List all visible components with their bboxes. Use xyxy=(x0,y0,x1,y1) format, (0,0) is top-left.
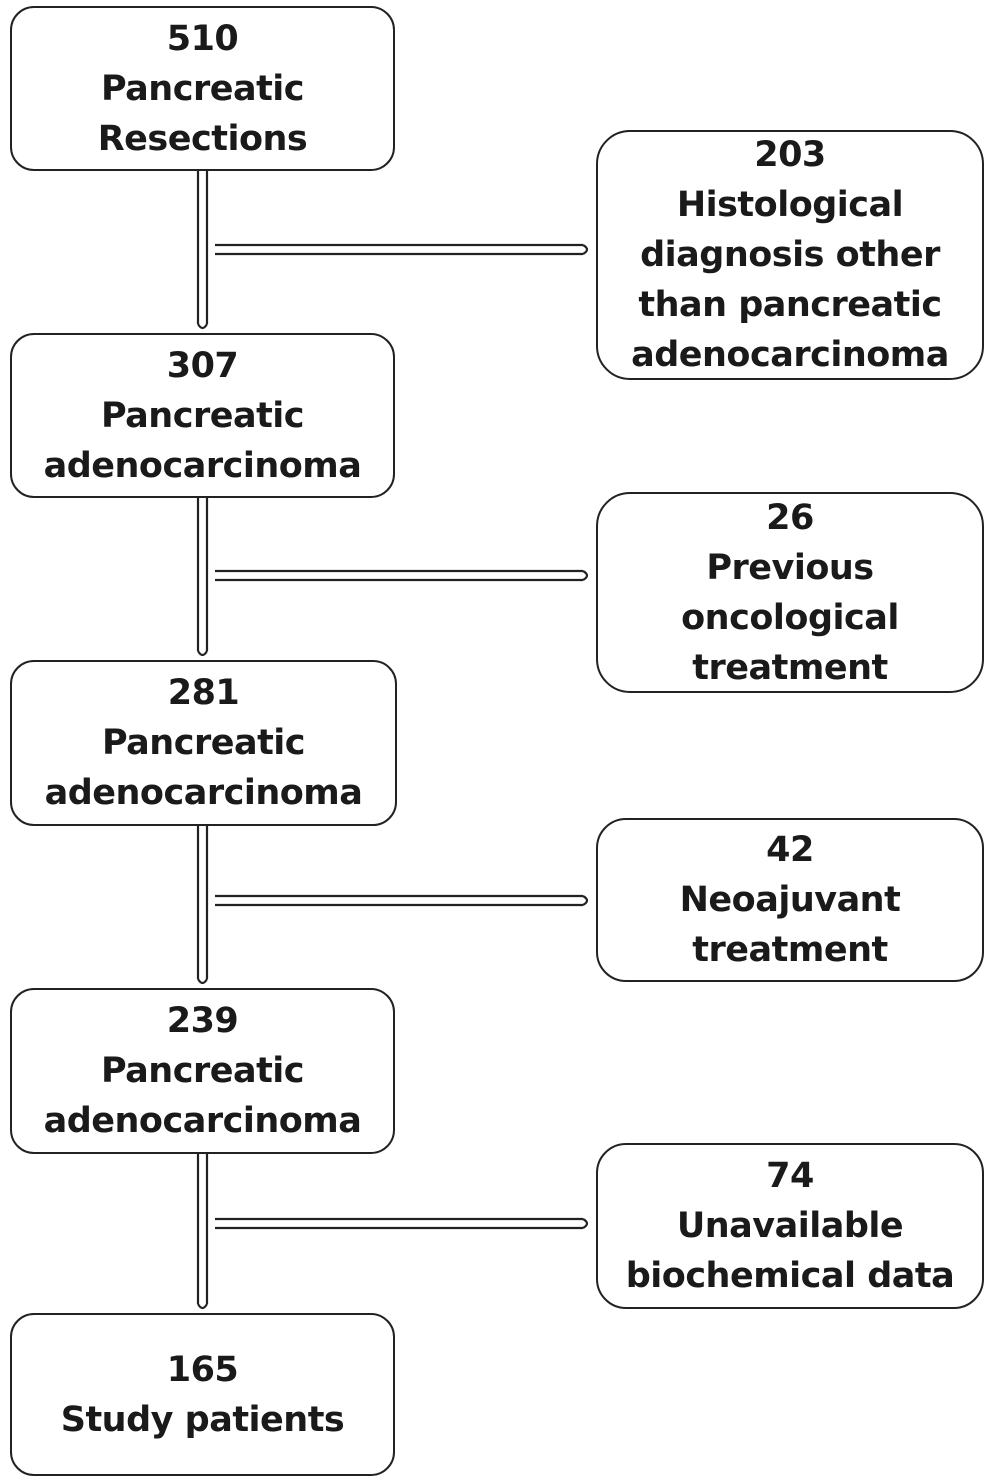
box-count: 165 xyxy=(166,1349,239,1390)
down-arrow-3 xyxy=(196,826,209,985)
exclusion-label-line: than pancreatic xyxy=(638,285,942,325)
exclusion-label-line: treatment xyxy=(692,647,888,688)
side-arrow-2 xyxy=(215,569,589,582)
exclusion-label-line: adenocarcinoma xyxy=(631,335,949,375)
exclusion-box-histological: 203 Histological diagnosis other than pa… xyxy=(596,130,984,380)
box-label-line: Resections xyxy=(97,118,308,159)
box-count: 510 xyxy=(166,18,239,59)
exclusion-label-line: Neoajuvant xyxy=(679,880,901,920)
exclusion-label-line: Histological xyxy=(676,185,904,225)
box-label-line: adenocarcinoma xyxy=(43,445,362,486)
box-label-line: adenocarcinoma xyxy=(44,773,363,813)
box-label-line: Pancreatic xyxy=(100,395,305,436)
box-pancreatic-adenocarcinoma-281: 281 Pancreatic adenocarcinoma xyxy=(10,660,397,826)
box-label-line: Pancreatic xyxy=(100,68,305,109)
box-pancreatic-adenocarcinoma-307: 307 Pancreatic adenocarcinoma xyxy=(10,333,395,498)
exclusion-count: 42 xyxy=(766,830,814,870)
box-pancreatic-resections: 510 Pancreatic Resections xyxy=(10,6,395,171)
side-arrow-3 xyxy=(215,894,589,907)
box-study-patients: 165 Study patients xyxy=(10,1313,395,1476)
exclusion-label-line: oncological xyxy=(681,597,899,638)
exclusion-box-unavailable-data: 74 Unavailable biochemical data xyxy=(596,1143,984,1309)
box-label-line: Pancreatic xyxy=(101,723,306,763)
exclusion-count: 74 xyxy=(766,1156,814,1196)
exclusion-label-line: Unavailable xyxy=(676,1206,904,1246)
side-arrow-4 xyxy=(215,1217,589,1230)
down-arrow-2 xyxy=(196,498,209,657)
box-count: 307 xyxy=(166,345,239,386)
box-count: 239 xyxy=(166,1001,239,1041)
exclusion-count: 26 xyxy=(766,497,814,538)
box-label-line: adenocarcinoma xyxy=(43,1101,362,1141)
exclusion-label-line: treatment xyxy=(692,930,888,970)
exclusion-label-line: Previous xyxy=(706,547,874,588)
exclusion-count: 203 xyxy=(754,135,826,175)
down-arrow-1 xyxy=(196,171,209,330)
box-count: 281 xyxy=(167,673,240,713)
exclusion-label-line: diagnosis other xyxy=(640,235,940,275)
box-label-line: Study patients xyxy=(60,1399,345,1440)
exclusion-label-line: biochemical data xyxy=(625,1256,955,1296)
box-label-line: Pancreatic xyxy=(100,1051,305,1091)
box-pancreatic-adenocarcinoma-239: 239 Pancreatic adenocarcinoma xyxy=(10,988,395,1154)
side-arrow-1 xyxy=(215,243,589,256)
exclusion-box-neoajuvant: 42 Neoajuvant treatment xyxy=(596,818,984,982)
exclusion-box-previous-treatment: 26 Previous oncological treatment xyxy=(596,492,984,693)
down-arrow-4 xyxy=(196,1154,209,1310)
